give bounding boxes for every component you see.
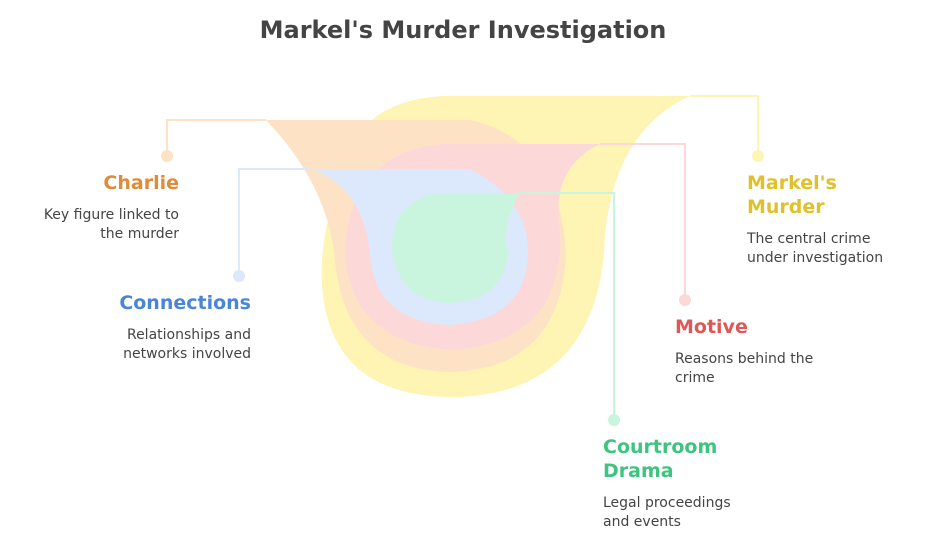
marker-connections (233, 270, 245, 282)
desc-connections: Relationships and networks involved (80, 326, 251, 364)
connector-charlie (166, 119, 266, 156)
desc-courtroom-drama-line-1: Legal proceedings (603, 495, 731, 511)
desc-markels-murder: The central crime under investigation (747, 230, 917, 268)
label-markels-murder-line-2: Murder (747, 196, 825, 218)
connector-connections (238, 168, 312, 276)
label-markels-murder-line-1: Markel's (747, 172, 837, 194)
label-courtroom-drama-line-2: Drama (603, 460, 674, 482)
desc-motive-line-1: Reasons behind the (675, 351, 814, 367)
marker-courtroom (608, 414, 620, 426)
marker-markel (752, 150, 764, 162)
label-courtroom-drama-line-1: Courtroom (603, 436, 718, 458)
desc-markels-murder-line-2: under investigation (747, 250, 884, 266)
label-charlie: Charlie (103, 172, 179, 194)
desc-courtroom-drama-line-2: and events (603, 514, 681, 530)
label-motive: Motive (675, 316, 748, 338)
connector-courtroom (520, 192, 615, 420)
desc-connections-line-2: networks involved (123, 346, 251, 362)
desc-markels-murder-line-1: The central crime (747, 231, 871, 247)
desc-charlie-line-1: Key figure linked to (43, 207, 179, 223)
layer-courtroom-drama (392, 193, 520, 303)
desc-connections-line-1: Relationships and (126, 327, 251, 343)
desc-motive: Reasons behind the crime (675, 350, 845, 388)
marker-motive (679, 294, 691, 306)
label-markels-murder: Markel's Murder (747, 171, 837, 219)
page-title: Markel's Murder Investigation (259, 16, 667, 44)
label-connections: Connections (119, 292, 251, 314)
connector-markel (690, 95, 759, 156)
desc-charlie-line-2: the murder (100, 226, 179, 242)
desc-motive-line-2: crime (675, 370, 715, 386)
desc-charlie: Key figure linked to the murder (20, 206, 179, 244)
label-courtroom-drama: Courtroom Drama (603, 435, 717, 483)
connector-motive (600, 143, 686, 300)
desc-courtroom-drama: Legal proceedings and events (603, 494, 773, 532)
marker-charlie (161, 150, 173, 162)
